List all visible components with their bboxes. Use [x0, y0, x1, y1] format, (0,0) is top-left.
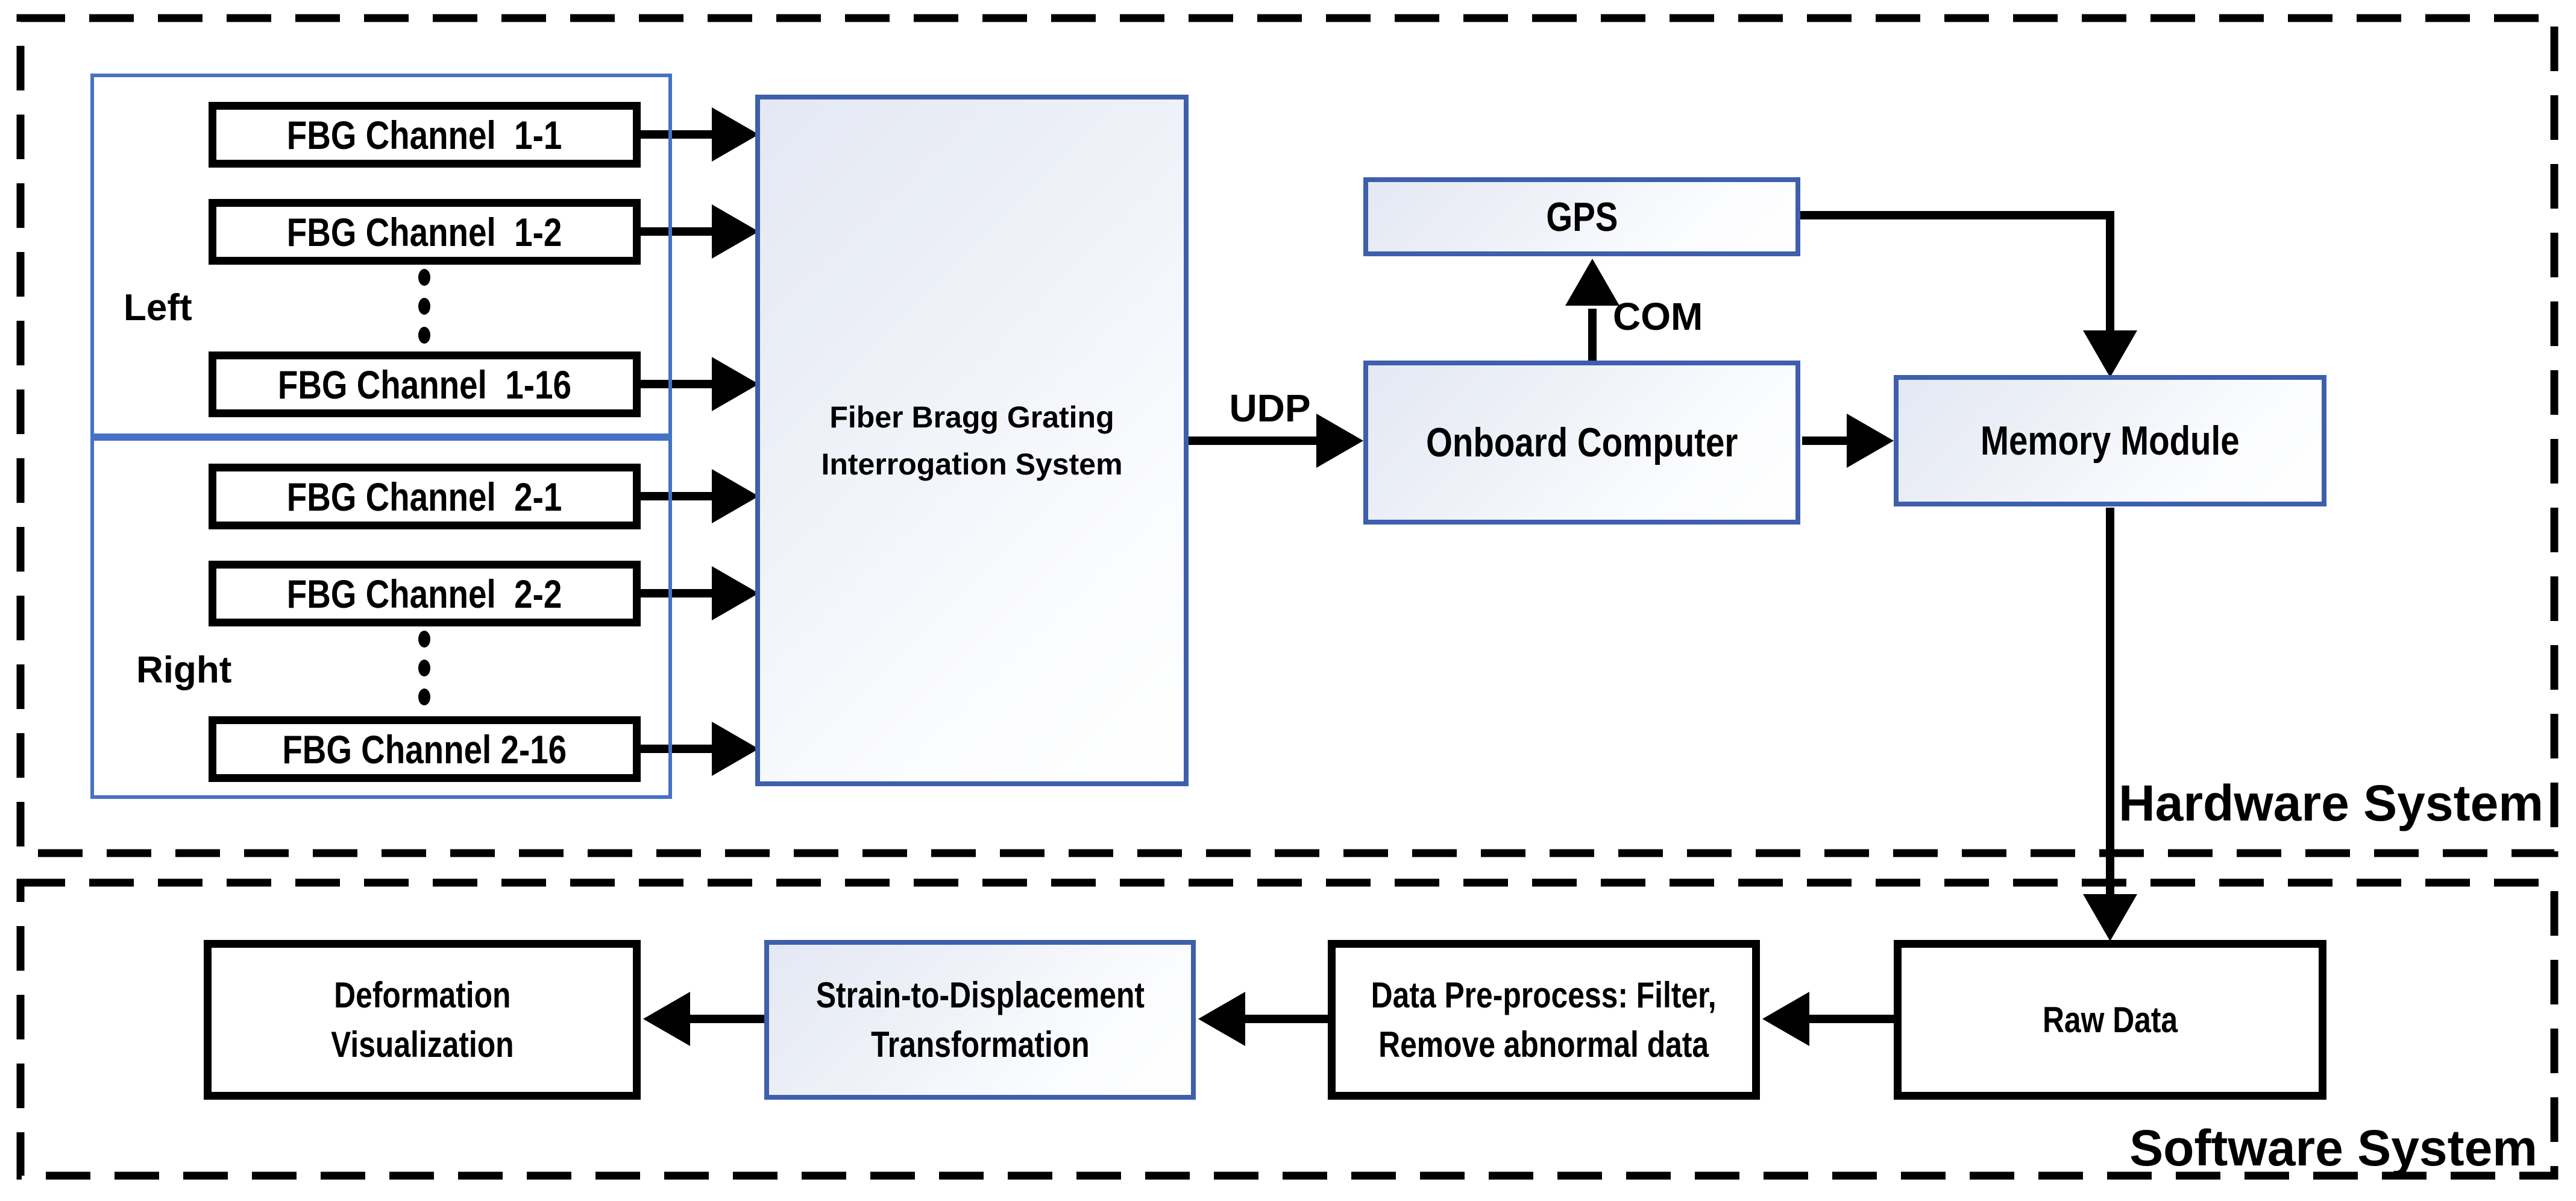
left-channels-ellipsis — [418, 269, 430, 344]
udp-label: UDP — [1229, 386, 1311, 430]
strain-transformation-box: Strain-to-Displacement Transformation — [764, 940, 1196, 1100]
arrow-strain-to-deformation — [643, 992, 764, 1046]
right-group-label: Right — [136, 649, 232, 691]
arrow-channel-2-2-to-interrogator — [641, 566, 759, 620]
interrogation-system-box: Fiber Bragg Grating Interrogation System — [755, 95, 1189, 786]
fbg-channel-1-2-box: FBG Channel 1-2 — [209, 199, 641, 265]
interrogation-system-label-line2: Interrogation System — [821, 447, 1123, 481]
preprocess-box: Data Pre-process: Filter, Remove abnorma… — [1328, 940, 1760, 1100]
fbg-channel-2-16-box: FBG Channel 2-16 — [209, 716, 641, 782]
fbg-channel-1-1-label: FBG Channel 1-1 — [287, 112, 562, 157]
fbg-channel-2-16-label: FBG Channel 2-16 — [282, 727, 567, 772]
preprocess-label: Data Pre-process: Filter, Remove abnorma… — [1371, 971, 1717, 1070]
gps-label: GPS — [1545, 194, 1618, 240]
onboard-computer-box: Onboard Computer — [1363, 361, 1800, 525]
arrow-channel-1-1-to-interrogator — [641, 107, 759, 162]
raw-data-label: Raw Data — [2042, 999, 2178, 1040]
deformation-visualization-label-line2: Visualization — [330, 1024, 514, 1065]
fbg-channel-2-2-label: FBG Channel 2-2 — [287, 571, 562, 616]
strain-transformation-label: Strain-to-Displacement Transformation — [815, 971, 1144, 1070]
fbg-channel-1-16-box: FBG Channel 1-16 — [209, 351, 641, 417]
fbg-channel-2-1-label: FBG Channel 2-1 — [287, 474, 562, 519]
interrogation-system-label-line1: Fiber Bragg Grating — [829, 400, 1114, 434]
gps-to-memory-connector — [1800, 211, 2137, 377]
raw-data-box: Raw Data — [1894, 940, 2326, 1100]
fbg-channel-1-1-box: FBG Channel 1-1 — [209, 102, 641, 168]
arrow-onboard-to-memory — [1802, 414, 1894, 468]
fbg-channel-2-2-box: FBG Channel 2-2 — [209, 561, 641, 626]
arrow-rawdata-to-preprocess — [1762, 992, 1894, 1046]
right-sensor-group-box — [90, 437, 672, 799]
deformation-visualization-box: Deformation Visualization — [204, 940, 641, 1100]
preprocess-label-line1: Data Pre-process: Filter, — [1371, 974, 1717, 1015]
fbg-channel-2-1-box: FBG Channel 2-1 — [209, 464, 641, 529]
left-sensor-group-box — [90, 74, 672, 437]
software-system-label: Software System — [2129, 1120, 2537, 1176]
preprocess-label-line2: Remove abnormal data — [1378, 1024, 1709, 1065]
gps-box: GPS — [1363, 177, 1800, 256]
hardware-system-label: Hardware System — [2118, 775, 2543, 831]
memory-to-rawdata-connector — [2083, 508, 2137, 941]
arrow-preprocess-to-strain — [1198, 992, 1328, 1046]
com-label: COM — [1613, 295, 1703, 338]
left-group-label: Left — [124, 287, 192, 329]
strain-transformation-label-line1: Strain-to-Displacement — [815, 974, 1145, 1015]
memory-module-label: Memory Module — [1981, 418, 2240, 464]
arrow-channel-1-16-to-interrogator — [641, 357, 759, 411]
interrogation-system-label: Fiber Bragg Grating Interrogation System — [821, 394, 1122, 488]
deformation-visualization-label: Deformation Visualization — [331, 971, 514, 1070]
udp-arrow — [1189, 414, 1363, 468]
right-channels-ellipsis — [418, 631, 430, 705]
com-arrow — [1565, 259, 1619, 362]
memory-module-box: Memory Module — [1894, 375, 2326, 506]
software-system-boundary — [16, 878, 2559, 1180]
strain-transformation-label-line2: Transformation — [870, 1024, 1090, 1065]
hardware-system-boundary — [16, 14, 2559, 857]
arrow-channel-2-1-to-interrogator — [641, 469, 759, 523]
onboard-computer-label: Onboard Computer — [1425, 420, 1738, 465]
fbg-channel-1-2-label: FBG Channel 1-2 — [287, 209, 562, 254]
fbg-channel-1-16-label: FBG Channel 1-16 — [277, 362, 572, 407]
arrow-channel-2-16-to-interrogator — [641, 722, 759, 776]
deformation-visualization-label-line1: Deformation — [333, 974, 511, 1015]
arrow-channel-1-2-to-interrogator — [641, 204, 759, 259]
